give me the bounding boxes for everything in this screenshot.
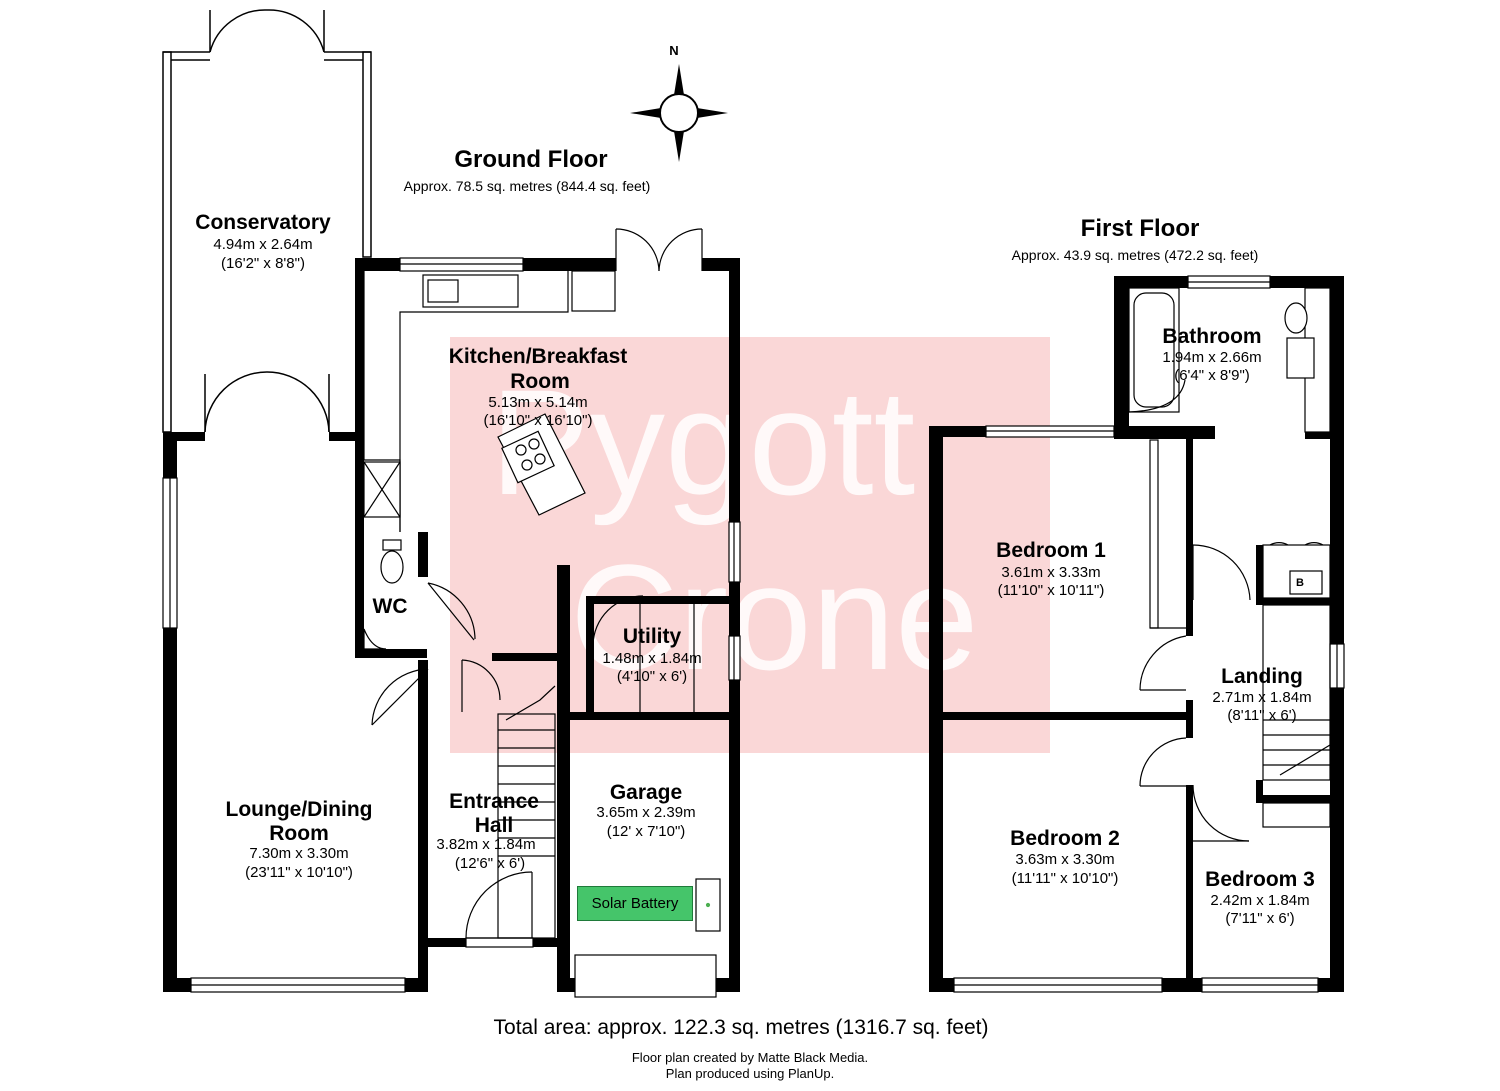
- landing-imperial: (8'11" x 6'): [1227, 707, 1297, 724]
- compass-rose-icon: [630, 64, 728, 162]
- first-floor-area: Approx. 43.9 sq. metres (472.2 sq. feet): [1011, 247, 1259, 263]
- ground-floor-title: Ground Floor: [454, 146, 608, 173]
- credit-line1: Floor plan created by Matte Black Media.: [631, 1050, 869, 1065]
- bathroom-metric: 1.94m x 2.66m: [1162, 349, 1262, 366]
- hall-metric: 3.82m x 1.84m: [436, 836, 536, 853]
- bedroom3-metric: 2.42m x 1.84m: [1210, 892, 1310, 909]
- compass-north-label: N: [669, 43, 679, 58]
- garage-label: Garage: [609, 781, 683, 804]
- lounge-imperial: (23'11" x 10'10"): [245, 864, 353, 881]
- hall-imperial: (12'6" x 6'): [454, 855, 526, 872]
- boiler-cupboard-mark: B: [1296, 577, 1304, 589]
- wc-label: WC: [372, 595, 408, 618]
- landing-metric: 2.71m x 1.84m: [1212, 689, 1312, 706]
- first-floor-walls: [929, 276, 1344, 992]
- kitchen-metric: 5.13m x 5.14m: [488, 394, 588, 411]
- kitchen-imperial: (16'10" x 16'10"): [483, 412, 593, 429]
- utility-metric: 1.48m x 1.84m: [602, 650, 702, 667]
- lounge-label-line1: Lounge/Dining: [225, 798, 373, 821]
- watermark-text-line2: Crone: [570, 533, 979, 701]
- kitchen-label-line2: Room: [510, 370, 570, 393]
- conservatory-outline: [162, 9, 372, 433]
- lounge-label-line2: Room: [269, 822, 329, 845]
- solar-battery-label: Solar Battery: [577, 886, 693, 921]
- conservatory-imperial: (16'2" x 8'8"): [221, 255, 305, 272]
- garage-metric: 3.65m x 2.39m: [596, 804, 696, 821]
- bedroom3-label: Bedroom 3: [1205, 868, 1315, 891]
- conservatory-label: Conservatory: [195, 211, 331, 234]
- hall-label-line2: Hall: [474, 814, 514, 837]
- first-floor-details: [953, 275, 1345, 993]
- credit-line2: Plan produced using PlanUp.: [665, 1066, 835, 1081]
- first-floor-title: First Floor: [1080, 215, 1200, 242]
- landing-label: Landing: [1221, 665, 1303, 688]
- bathroom-label: Bathroom: [1162, 325, 1262, 348]
- total-area: Total area: approx. 122.3 sq. metres (13…: [493, 1016, 989, 1039]
- utility-label: Utility: [622, 625, 682, 648]
- bedroom1-metric: 3.61m x 3.33m: [1001, 564, 1101, 581]
- ground-floor-area: Approx. 78.5 sq. metres (844.4 sq. feet): [403, 178, 651, 194]
- bedroom2-imperial: (11'11" x 10'10"): [1011, 870, 1119, 887]
- ground-floor-details: [162, 228, 741, 998]
- kitchen-label-line1: Kitchen/Breakfast: [448, 345, 628, 368]
- garage-imperial: (12' x 7'10"): [606, 823, 686, 840]
- bedroom2-label: Bedroom 2: [1010, 827, 1120, 850]
- conservatory-metric: 4.94m x 2.64m: [213, 236, 313, 253]
- bedroom3-imperial: (7'11" x 6'): [1225, 910, 1295, 927]
- agency-watermark: Pygott Crone: [450, 337, 1050, 753]
- bedroom1-imperial: (11'10" x 10'11"): [997, 582, 1105, 599]
- bedroom1-label: Bedroom 1: [996, 539, 1106, 562]
- bathroom-imperial: (6'4" x 8'9"): [1174, 367, 1250, 384]
- utility-imperial: (4'10" x 6'): [616, 668, 688, 685]
- hall-label-line1: Entrance: [449, 790, 539, 813]
- bedroom2-metric: 3.63m x 3.30m: [1015, 851, 1115, 868]
- lounge-metric: 7.30m x 3.30m: [249, 845, 349, 862]
